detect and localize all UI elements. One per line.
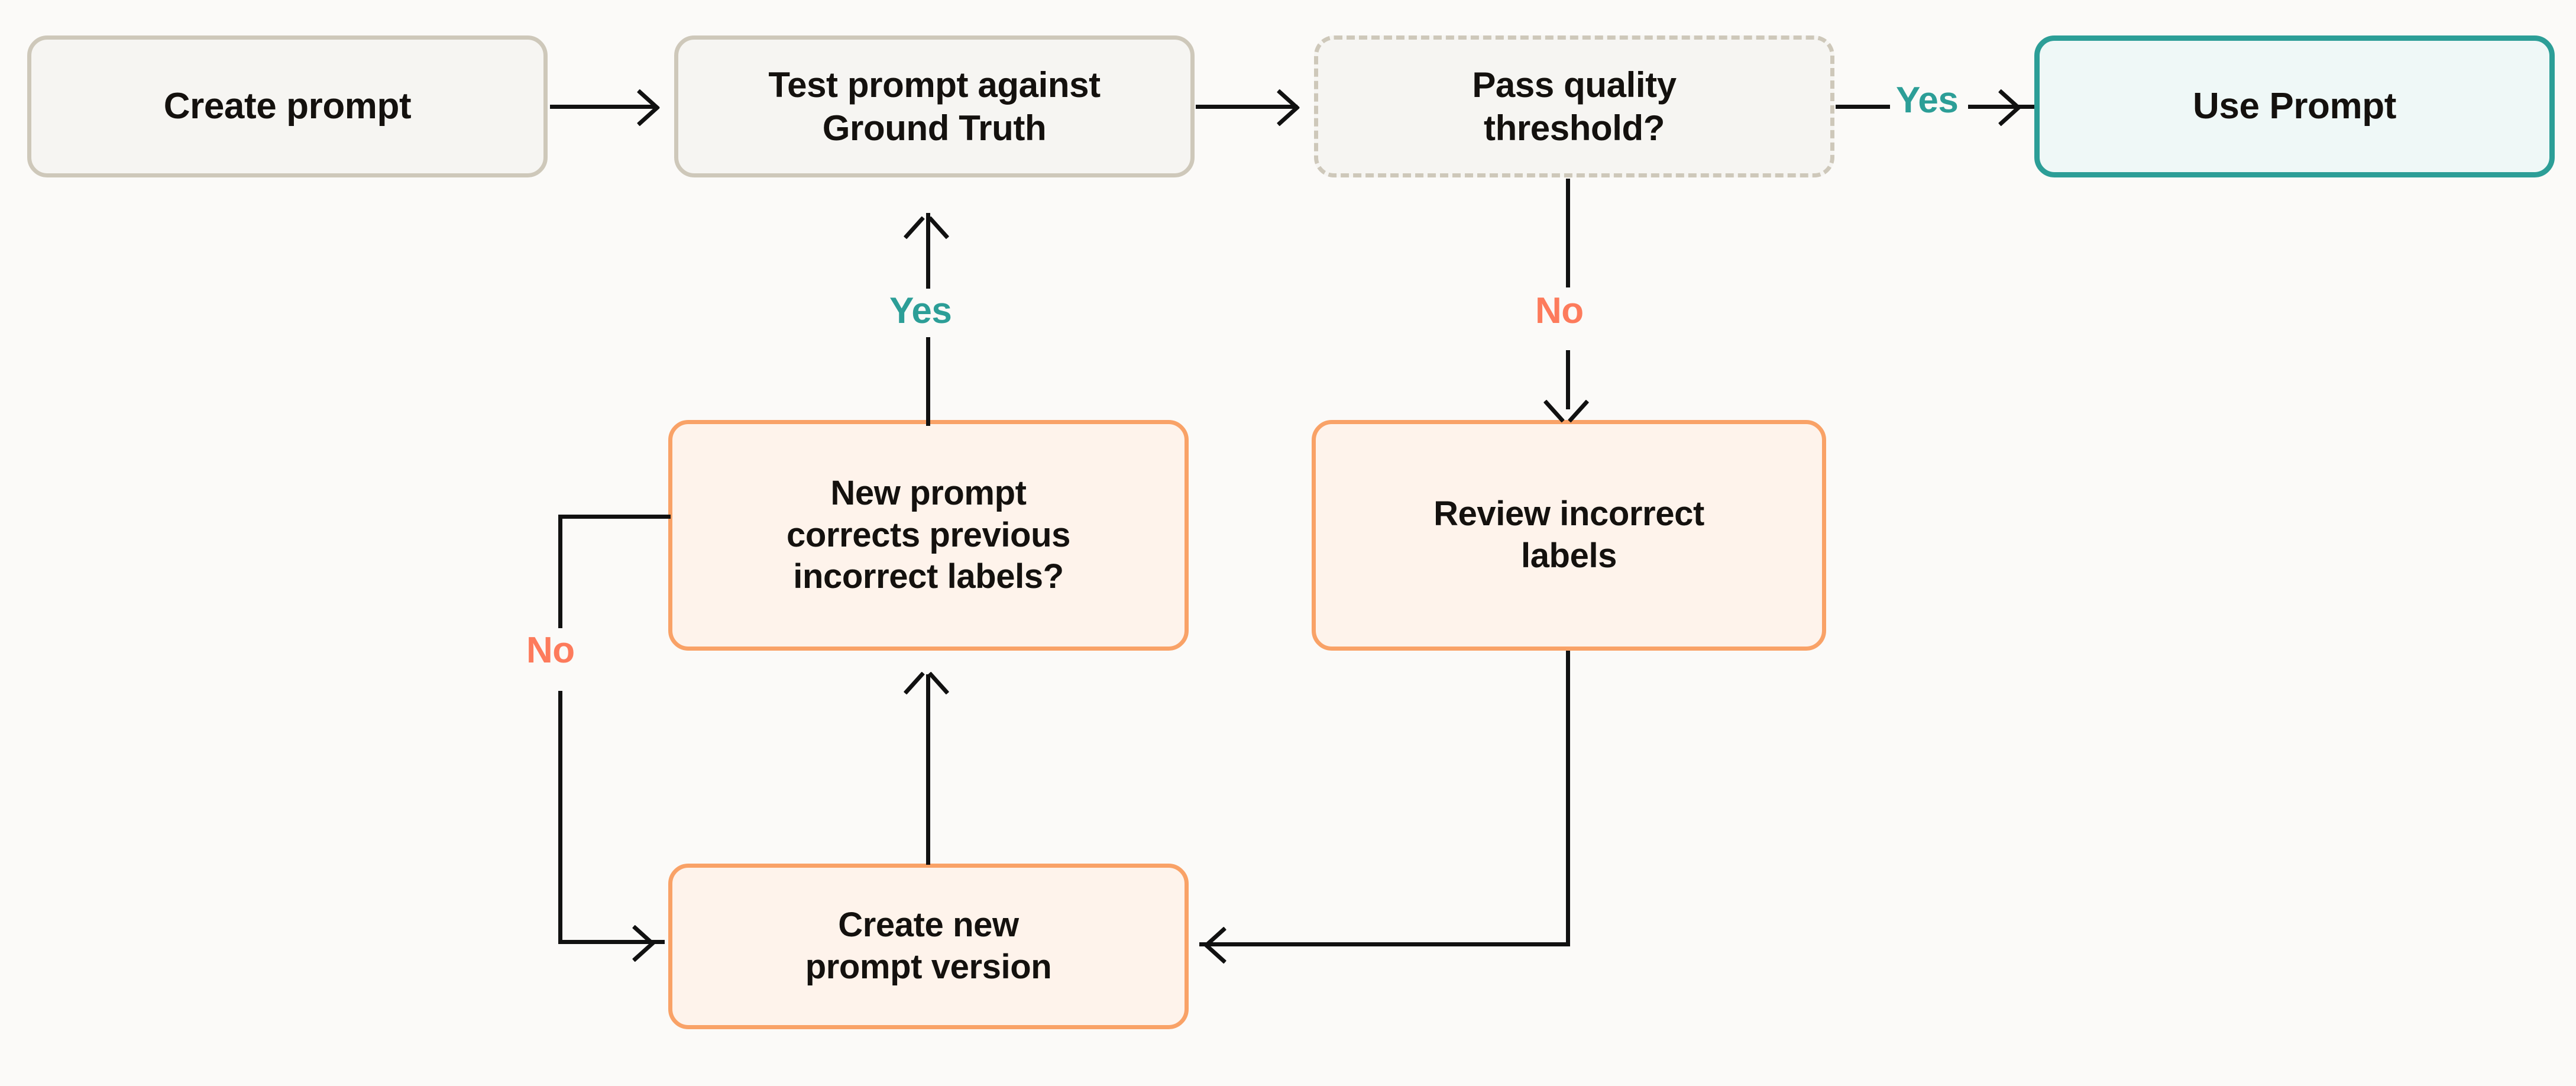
- node-pass-quality-threshold-label: Pass quality threshold?: [1472, 64, 1677, 148]
- edge-test-to-quality-line: [1196, 105, 1297, 109]
- node-create-new-prompt-version-label: Create new prompt version: [805, 906, 1052, 986]
- edge-quality-to-review-line-bottom: [1566, 350, 1570, 409]
- node-pass-quality-threshold[interactable]: Pass quality threshold?: [1314, 35, 1834, 177]
- node-create-prompt[interactable]: Create prompt: [27, 35, 548, 177]
- node-create-new-prompt-version[interactable]: Create new prompt version: [668, 864, 1189, 1029]
- node-use-prompt-label: Use Prompt: [2193, 86, 2396, 127]
- edge-quality-to-use-line-left: [1836, 105, 1895, 109]
- edge-create-to-test-line: [550, 105, 656, 109]
- edge-corrects-no-line-upper: [558, 515, 562, 630]
- edge-corrects-to-test-line-top: [926, 213, 930, 289]
- edge-corrects-no-line-bottom: [558, 940, 665, 944]
- node-create-prompt-label: Create prompt: [163, 86, 412, 127]
- edge-quality-to-use-line-right: [1968, 105, 2034, 109]
- node-test-prompt[interactable]: Test prompt against Ground Truth: [674, 35, 1195, 177]
- edge-quality-to-review-line-top: [1566, 179, 1570, 287]
- node-test-prompt-label: Test prompt against Ground Truth: [768, 64, 1101, 148]
- edge-label-yes-use-prompt: Yes: [1890, 78, 1965, 122]
- edge-label-no-review: No: [1529, 289, 1590, 333]
- node-new-prompt-corrects[interactable]: New prompt corrects previous incorrect l…: [668, 420, 1189, 651]
- node-review-incorrect-labels[interactable]: Review incorrect labels: [1312, 420, 1826, 651]
- node-new-prompt-corrects-label: New prompt corrects previous incorrect l…: [787, 473, 1070, 596]
- node-use-prompt[interactable]: Use Prompt: [2034, 35, 2555, 177]
- edge-review-to-create-line-horizontal: [1199, 942, 1570, 946]
- edge-corrects-to-test-line-bottom: [926, 337, 930, 426]
- node-review-incorrect-labels-label: Review incorrect labels: [1433, 494, 1704, 575]
- edge-create-version-to-corrects-line: [926, 674, 930, 865]
- edge-corrects-no-line-top: [558, 515, 671, 519]
- edge-label-yes-test-prompt: Yes: [884, 289, 958, 333]
- edge-label-no-loop-back: No: [520, 628, 581, 673]
- edge-review-to-create-line-vertical: [1566, 651, 1570, 946]
- edge-corrects-no-line-lower: [558, 691, 562, 944]
